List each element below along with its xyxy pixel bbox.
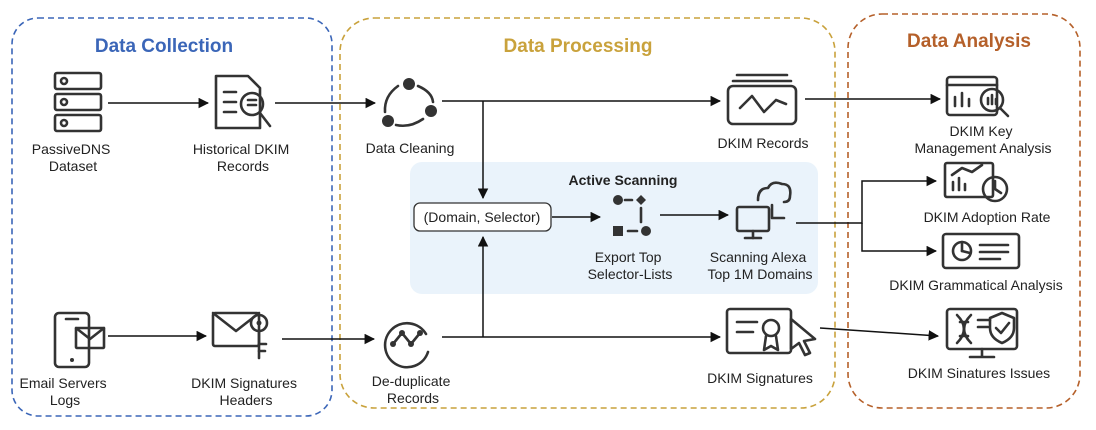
label-scanning: Scanning Alexa Top 1M Domains xyxy=(707,249,812,282)
label-dedup: De-duplicate Records xyxy=(372,373,455,406)
active-scanning-title: Active Scanning xyxy=(569,172,678,188)
label-export-top: Export Top Selector-Lists xyxy=(588,249,673,282)
collection-box xyxy=(11,17,333,417)
certificate-icon xyxy=(725,307,817,357)
monitor-cloud-icon xyxy=(735,181,792,240)
label-dkim-records: DKIM Records xyxy=(717,135,808,151)
dedup-icon xyxy=(383,321,430,369)
domain-selector-box xyxy=(413,202,552,232)
phone-email-icon xyxy=(53,311,106,369)
label-data-cleaning: Data Cleaning xyxy=(366,140,455,156)
server-icon xyxy=(53,71,103,133)
arrow-scanning-grammatical xyxy=(861,223,938,257)
arrow-signatures-issues xyxy=(819,327,940,341)
envelope-key-icon xyxy=(211,311,269,360)
label-grammatical: DKIM Grammatical Analysis xyxy=(889,277,1062,293)
label-passivedns: PassiveDNS Dataset xyxy=(32,141,114,174)
report-card-icon xyxy=(941,232,1021,270)
label-historical: Historical DKIM Records xyxy=(193,141,293,174)
chart-clock-icon xyxy=(943,161,1009,203)
arrow-scanning-split xyxy=(796,175,938,224)
label-issues: DKIM Sinatures Issues xyxy=(908,365,1050,381)
records-chart-icon xyxy=(726,73,798,126)
section-title-processing: Data Processing xyxy=(504,36,653,57)
document-search-icon xyxy=(214,74,272,130)
cycle-icon xyxy=(382,78,437,128)
section-title-collection: Data Collection xyxy=(95,36,233,57)
label-dkim-headers: DKIM Signatures Headers xyxy=(191,375,301,408)
label-adoption: DKIM Adoption Rate xyxy=(924,209,1051,225)
domain-selector-label: (Domain, Selector) xyxy=(424,209,541,225)
label-email-servers: Email Servers Logs xyxy=(19,375,110,408)
monitor-shield-icon xyxy=(945,307,1019,359)
label-dkim-signatures: DKIM Signatures xyxy=(707,370,813,386)
processing-box xyxy=(339,17,836,409)
label-key-mgmt: DKIM Key Management Analysis xyxy=(915,123,1052,156)
analytics-search-icon xyxy=(945,75,1010,118)
export-list-icon xyxy=(613,195,651,236)
analysis-box xyxy=(847,13,1081,409)
section-title-analysis: Data Analysis xyxy=(907,31,1031,52)
